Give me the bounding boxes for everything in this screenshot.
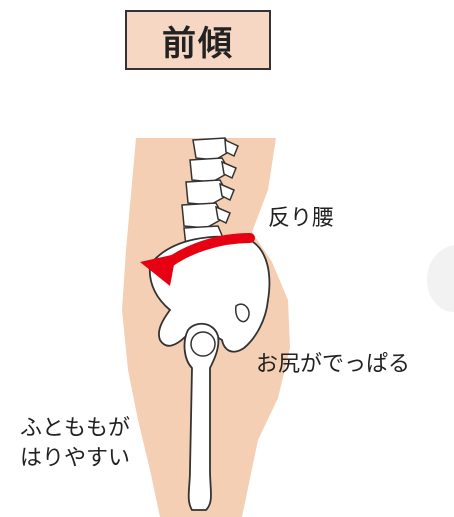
pelvis-detail: [235, 303, 250, 323]
background-circle: [427, 245, 454, 312]
label-thigh: ふとももが はりやすい: [20, 414, 130, 474]
title-box: 前傾: [125, 10, 271, 70]
label-thigh-line1: ふとももが: [20, 416, 131, 441]
title-text: 前傾: [162, 23, 234, 64]
label-sori-goshi: 反り腰: [268, 206, 335, 231]
vertebra-4: [181, 202, 226, 229]
label-oshiri: お尻がでっぱる: [256, 352, 411, 377]
femur-bone: [183, 322, 220, 511]
femur-head: [190, 331, 216, 357]
vertebra-3: [185, 179, 230, 206]
label-thigh-line2: はりやすい: [20, 446, 131, 471]
vertebra-2: [189, 157, 232, 183]
vertebra-1: [192, 137, 234, 161]
tilt-arrow-head: [140, 254, 176, 286]
